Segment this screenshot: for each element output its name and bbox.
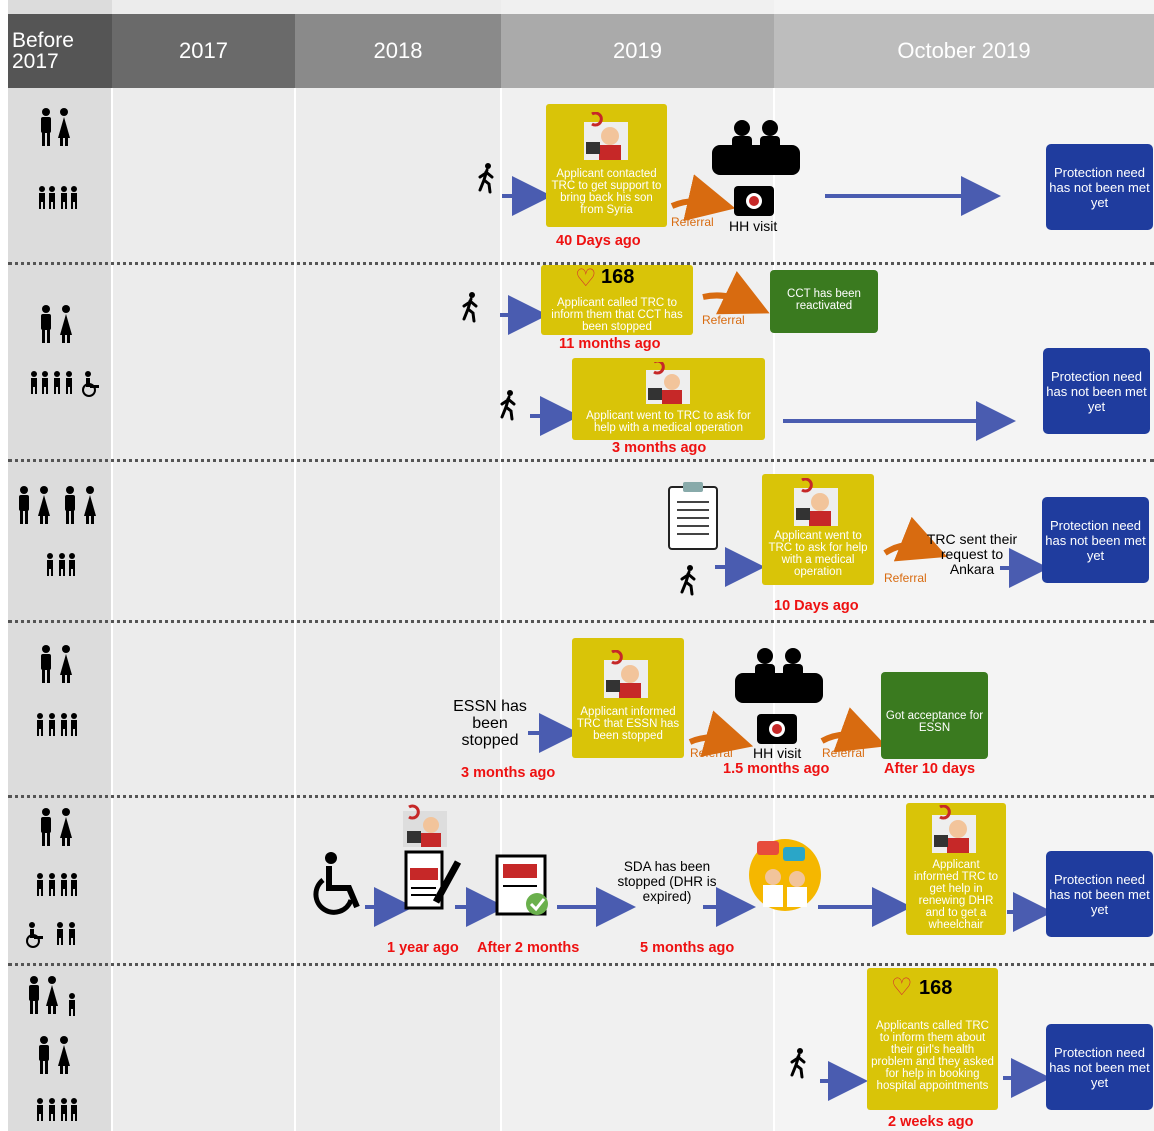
outcome-blue-box: Protection need has not been met yet xyxy=(1046,1024,1153,1110)
header-label: 2019 xyxy=(613,38,662,63)
walking-person-icon xyxy=(790,1046,806,1079)
box-text: Applicant went to TRC to ask for help wi… xyxy=(768,530,868,578)
column-divider xyxy=(773,88,775,1131)
hotline-box: ♡ 168 Applicant called TRC to inform the… xyxy=(541,265,693,335)
column-2018 xyxy=(295,0,501,1131)
time-label: After 2 months xyxy=(477,940,580,956)
wheelchair-icon xyxy=(313,852,360,915)
header-2019: 2019 xyxy=(501,14,774,88)
walking-person-icon xyxy=(680,563,696,596)
trc-staff-icon xyxy=(584,112,628,160)
column-divider xyxy=(294,88,296,1131)
sda-document-icon xyxy=(404,850,462,910)
outcome-blue-box: Protection need has not been met yet xyxy=(1042,497,1149,583)
outcome-blue-box: Protection need has not been met yet xyxy=(1046,851,1153,937)
trc-inform-box: Applicant informed TRC to get help in re… xyxy=(906,803,1006,935)
heart-icon: ♡ xyxy=(575,265,597,292)
referral-label: Referral xyxy=(822,746,865,760)
hh-visit-icon xyxy=(712,120,800,216)
box-text: CCT has been reactivated xyxy=(787,288,861,312)
box-text: Protection need has not been met yet xyxy=(1049,164,1150,210)
walking-person-icon xyxy=(500,388,516,421)
trc-contact-box: Applicant contacted TRC to get support t… xyxy=(546,104,667,227)
header-label: Before 2017 xyxy=(12,29,74,73)
time-label: 11 months ago xyxy=(559,336,661,352)
box-text: Protection need has not been met yet xyxy=(1049,871,1150,917)
time-label: 5 months ago xyxy=(640,940,735,956)
referral-label: Referral xyxy=(702,313,745,327)
trc-visit-box: Applicant went to TRC to ask for help wi… xyxy=(762,474,874,585)
hotline-number: 168 xyxy=(919,977,953,999)
box-text: Applicant informed TRC that ESSN has bee… xyxy=(576,706,680,742)
time-label: 3 months ago xyxy=(461,765,556,781)
trc-staff-icon xyxy=(932,805,976,853)
box-text: Protection need has not been met yet xyxy=(1046,368,1147,414)
header-label: October 2019 xyxy=(897,38,1031,63)
box-text: Protection need has not been met yet xyxy=(1049,1044,1150,1090)
trc-staff-icon xyxy=(604,650,648,698)
column-divider xyxy=(500,88,502,1131)
time-label: 10 Days ago xyxy=(774,598,859,614)
trc-request-note: TRC sent their request to Ankara xyxy=(926,531,1018,577)
essn-stopped-note: ESSN has been stopped xyxy=(453,698,527,749)
box-text: Applicant contacted TRC to get support t… xyxy=(551,168,662,216)
header-october-2019: October 2019 xyxy=(774,14,1154,88)
row-separator xyxy=(8,963,1154,966)
box-text: Applicant called TRC to inform them that… xyxy=(551,297,683,333)
walking-person-icon xyxy=(462,290,478,323)
referral-label: Referral xyxy=(884,571,927,585)
outcome-green-box: Got acceptance for ESSN xyxy=(881,672,988,759)
clipboard-icon xyxy=(668,482,718,550)
referral-label: Referral xyxy=(690,746,733,760)
header-before-2017: Before 2017 xyxy=(8,14,112,88)
column-divider xyxy=(111,88,113,1131)
hh-visit-label: HH visit xyxy=(753,745,802,761)
header-2018: 2018 xyxy=(295,14,501,88)
column-2017 xyxy=(112,0,295,1131)
trc-staff-icon xyxy=(794,478,838,526)
hh-visit-label: HH visit xyxy=(729,218,778,234)
walking-person-icon xyxy=(478,161,494,194)
time-label: 1.5 months ago xyxy=(723,761,830,777)
trc-inform-box: Applicant informed TRC that ESSN has bee… xyxy=(572,638,684,758)
outcome-green-box: CCT has been reactivated xyxy=(770,270,878,333)
time-label: 2 weeks ago xyxy=(888,1114,974,1130)
header-label: 2017 xyxy=(179,38,228,63)
outcome-blue-box: Protection need has not been met yet xyxy=(1046,144,1153,230)
row-separator xyxy=(8,795,1154,798)
sda-approved-icon xyxy=(495,854,548,916)
header-label: 2018 xyxy=(373,38,423,63)
trc-staff-icon xyxy=(403,804,447,847)
time-label: 3 months ago xyxy=(612,440,707,456)
trc-staff-icon xyxy=(646,362,690,404)
time-label: 40 Days ago xyxy=(556,233,641,249)
box-text: Applicants called TRC to inform them abo… xyxy=(871,1020,994,1092)
box-text: Protection need has not been met yet xyxy=(1045,517,1146,563)
row-separator xyxy=(8,459,1154,462)
trc-visit-box: Applicant went to TRC to ask for help wi… xyxy=(572,358,765,440)
time-label: 1 year ago xyxy=(387,940,459,956)
sda-stopped-note: SDA has been stopped (DHR is expired) xyxy=(617,859,717,904)
referral-label: Referral xyxy=(671,215,714,229)
hotline-number: 168 xyxy=(601,266,635,288)
heart-icon: ♡ xyxy=(891,974,913,1001)
row-separator xyxy=(8,620,1154,623)
outcome-blue-box: Protection need has not been met yet xyxy=(1043,348,1150,434)
time-label: After 10 days xyxy=(884,761,976,777)
box-text: Got acceptance for ESSN xyxy=(885,710,984,734)
hotline-box: ♡ 168 Applicants called TRC to inform th… xyxy=(867,968,998,1110)
doctors-icon xyxy=(749,839,821,911)
hh-visit-icon xyxy=(735,648,823,744)
box-text: Applicant went to TRC to ask for help wi… xyxy=(586,410,751,434)
header-2017: 2017 xyxy=(112,14,295,88)
row-separator xyxy=(8,262,1154,265)
box-text: Applicant informed TRC to get help in re… xyxy=(913,859,999,931)
